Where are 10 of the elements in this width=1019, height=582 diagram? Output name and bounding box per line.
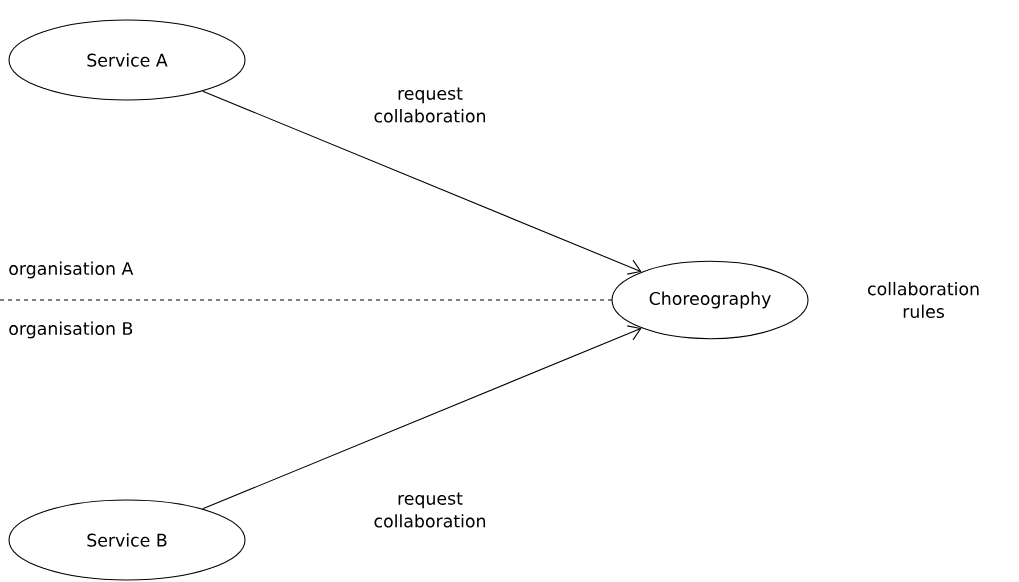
region-label: organisation A bbox=[9, 261, 134, 279]
ellipse-node: Service A bbox=[8, 19, 246, 101]
arrow bbox=[202, 90, 642, 275]
ellipse-node: Choreography bbox=[611, 260, 809, 340]
arrow bbox=[202, 325, 642, 510]
region-label: organisation B bbox=[9, 321, 133, 339]
edge-label: request collaboration bbox=[374, 492, 486, 528]
note-text: collaboration rules bbox=[868, 281, 979, 319]
ellipse-node: Service B bbox=[8, 499, 246, 581]
edge-label: request collaboration bbox=[374, 87, 486, 123]
